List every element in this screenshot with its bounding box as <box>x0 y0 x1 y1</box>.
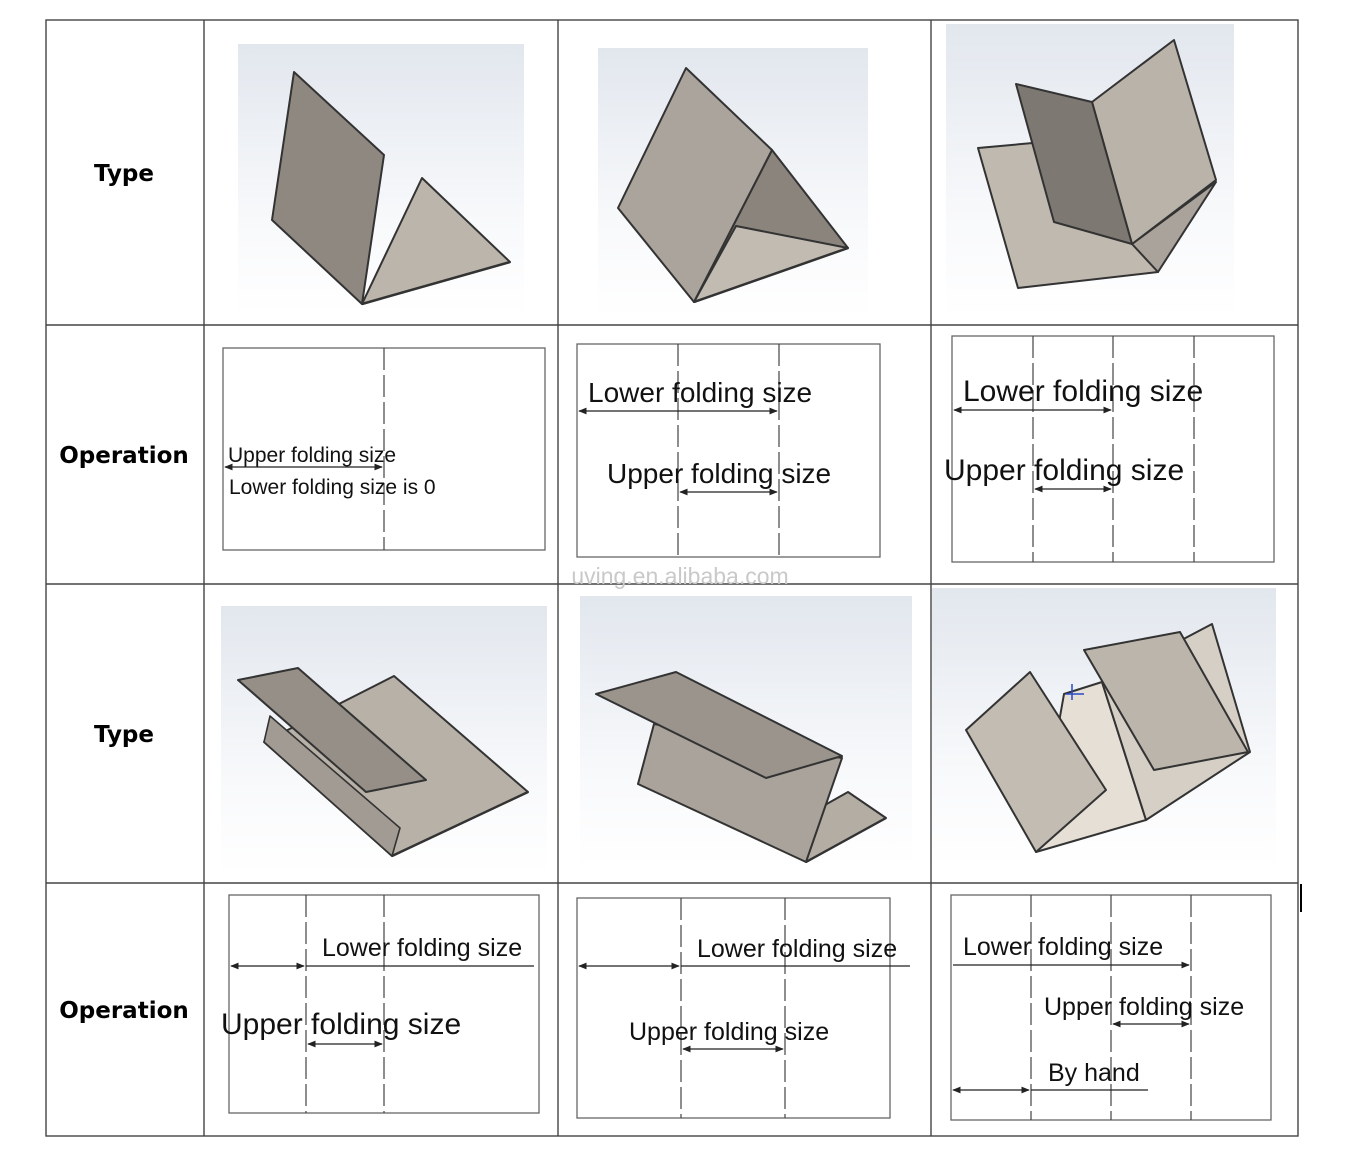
op-6-lower-label: Lower folding size <box>963 933 1163 961</box>
type-1-render <box>238 44 524 316</box>
operation-5-diagram: Lower folding size Upper folding size <box>576 897 910 1119</box>
op-1-upper-label: Upper folding size <box>228 444 396 467</box>
op-5-lower-label: Lower folding size <box>697 935 897 963</box>
op-2-upper-label: Upper folding size <box>607 458 831 489</box>
op-1-lower-label: Lower folding size is 0 <box>229 476 436 499</box>
row-label-type-1: Type <box>94 161 154 187</box>
op-3-upper-label: Upper folding size <box>944 454 1184 487</box>
type-3-render <box>946 24 1234 318</box>
type-6-render <box>932 588 1276 868</box>
op-6-upper-label: Upper folding size <box>1044 993 1244 1021</box>
operation-3-diagram: Lower folding size Upper folding size <box>944 335 1275 563</box>
table-grid <box>45 19 1299 1137</box>
operation-2-diagram: Lower folding size Upper folding size <box>576 343 881 558</box>
op-6-by-hand-label: By hand <box>1048 1059 1140 1087</box>
op-4-lower-label: Lower folding size <box>322 934 522 962</box>
op-4-upper-label: Upper folding size <box>221 1008 461 1041</box>
row-label-type-2: Type <box>94 722 154 748</box>
operation-4-diagram: Lower folding size Upper folding size <box>221 894 540 1114</box>
row-label-operation-2: Operation <box>59 998 189 1024</box>
watermark: uving.en.alibaba.com <box>571 563 788 589</box>
operation-6-diagram: Lower folding size Upper folding size By… <box>950 894 1272 1121</box>
operation-1-diagram: Upper folding size Lower folding size is… <box>222 347 546 551</box>
op-3-lower-label: Lower folding size <box>963 375 1203 408</box>
type-2-render <box>598 48 868 318</box>
type-4-render <box>221 606 547 874</box>
row-label-operation-1: Operation <box>59 443 189 469</box>
op-2-lower-label: Lower folding size <box>588 377 812 408</box>
type-5-render <box>580 596 912 868</box>
op-5-upper-label: Upper folding size <box>629 1018 829 1046</box>
